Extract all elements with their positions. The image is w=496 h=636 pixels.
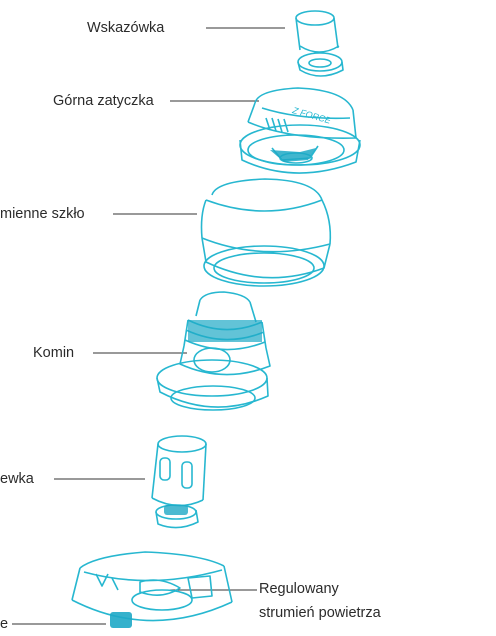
- top-cap-engraving: Z FORCE: [290, 105, 333, 126]
- chimney-part: [157, 292, 270, 410]
- drip-tip-part: [296, 11, 343, 76]
- chimney-thread-accent: [188, 320, 262, 342]
- base-part: [72, 552, 232, 621]
- coil-base-accent: [164, 505, 188, 515]
- glass-part: [202, 179, 331, 286]
- base-thread-accent: [110, 612, 132, 628]
- top-cap-slot-accent: [270, 148, 316, 162]
